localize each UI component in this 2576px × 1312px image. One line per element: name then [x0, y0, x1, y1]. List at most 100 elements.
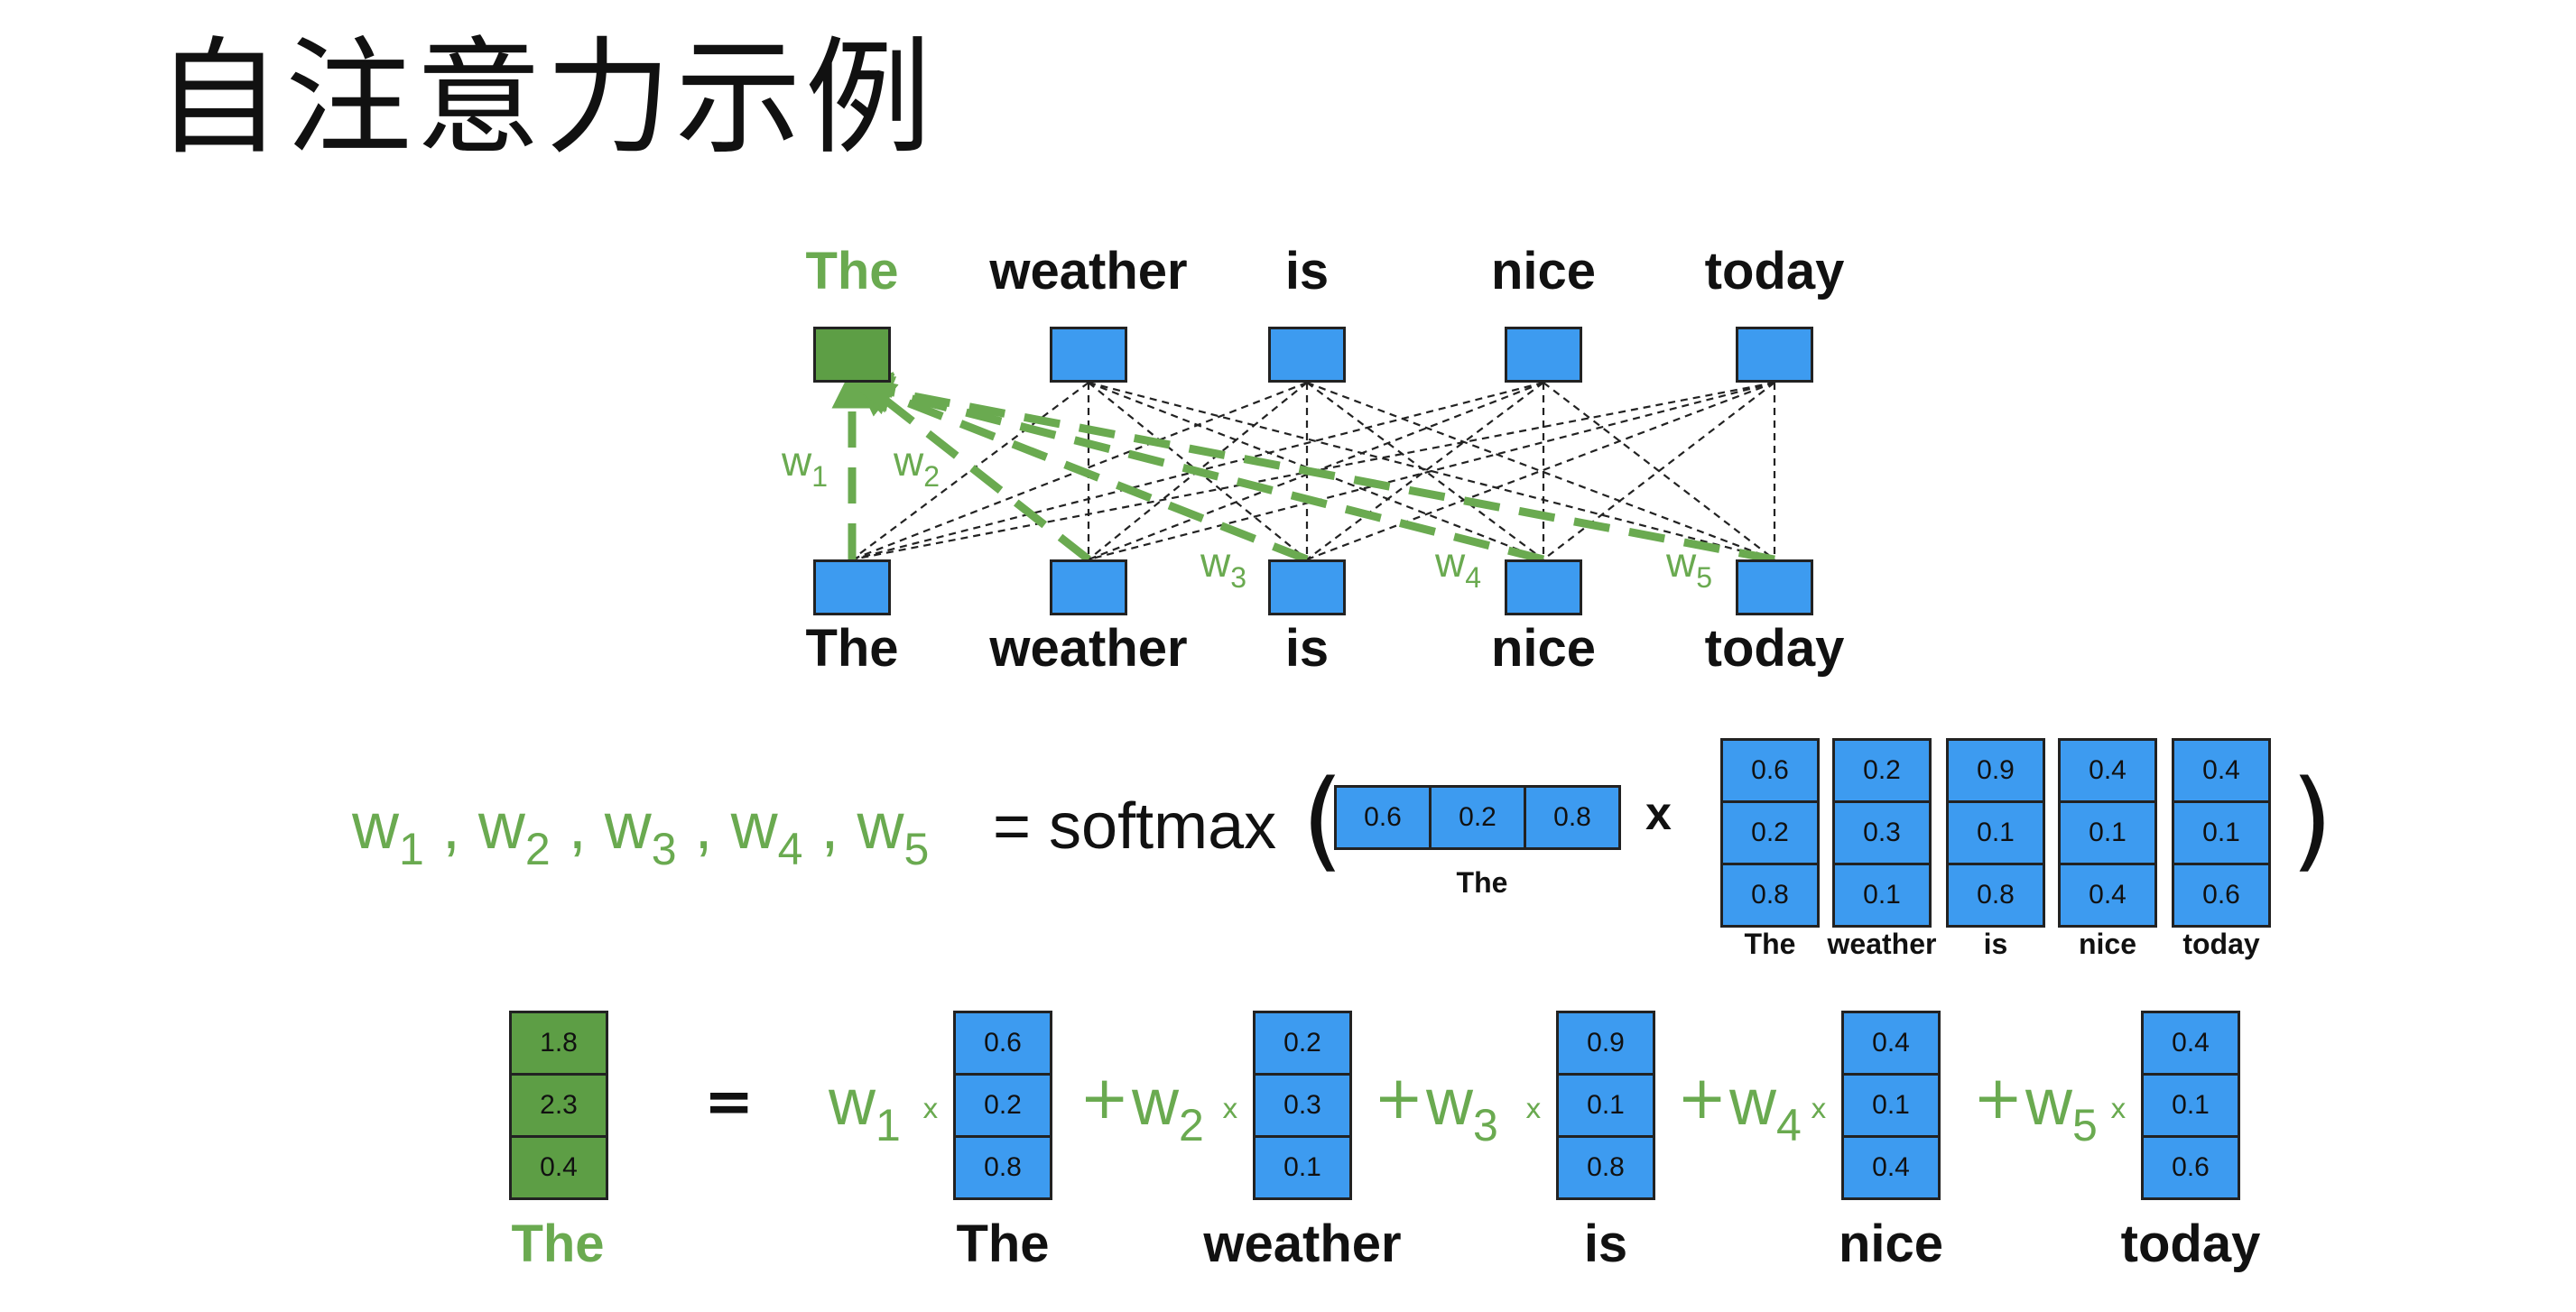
- term-vector-3-cell-2: 0.4: [1841, 1135, 1941, 1200]
- weight-arrow-4: [850, 373, 1545, 564]
- plus-sign-2: +: [1374, 1063, 1424, 1132]
- bottom-node-3: [1505, 559, 1582, 615]
- term-vector-1-cell-1: 0.3: [1253, 1073, 1352, 1138]
- key-column-4-cell-2: 0.6: [2172, 863, 2271, 928]
- term-vector-0-cell-2: 0.8: [953, 1135, 1052, 1200]
- times-sign-3: x: [1525, 1094, 1542, 1125]
- sum-weight-1: w1: [829, 1067, 901, 1150]
- attention-line-4-3: [1543, 382, 1775, 560]
- query-vector-cell-1: 0.2: [1429, 785, 1526, 850]
- weight-arrow-2: [854, 375, 1091, 563]
- top-word-1: weather: [989, 242, 1188, 300]
- term-vector-4-cell-0: 0.4: [2141, 1011, 2240, 1076]
- equals-sign: =: [704, 1067, 755, 1136]
- attention-line-3-2: [1306, 382, 1544, 560]
- key-column-label-0: The: [1744, 928, 1796, 960]
- sum-weight-4: w4: [1729, 1067, 1802, 1150]
- term-label-0: The: [956, 1215, 1050, 1273]
- top-node-2: [1268, 327, 1346, 383]
- key-column-2-cell-2: 0.8: [1946, 863, 2045, 928]
- key-column-0-cell-2: 0.8: [1720, 863, 1820, 928]
- weight-label-w2: w2: [894, 438, 941, 493]
- attention-line-1-0: [851, 382, 1089, 560]
- top-word-4: today: [1704, 242, 1845, 300]
- term-vector-4-cell-2: 0.6: [2141, 1135, 2240, 1200]
- term-vector-0-cell-1: 0.2: [953, 1073, 1052, 1138]
- term-vector-2-cell-2: 0.8: [1556, 1135, 1655, 1200]
- times-sign-5: x: [2110, 1094, 2127, 1125]
- top-word-3: nice: [1490, 242, 1597, 300]
- top-node-3: [1505, 327, 1582, 383]
- key-column-4-cell-0: 0.4: [2172, 738, 2271, 803]
- weight-label-w5: w5: [1666, 539, 1713, 594]
- top-word-2: is: [1284, 242, 1330, 300]
- key-column-3-cell-0: 0.4: [2058, 738, 2157, 803]
- key-column-3-cell-1: 0.1: [2058, 800, 2157, 865]
- term-vector-2-cell-0: 0.9: [1556, 1011, 1655, 1076]
- times-sign-1: x: [922, 1094, 939, 1125]
- key-column-0-cell-0: 0.6: [1720, 738, 1820, 803]
- term-vector-4-cell-1: 0.1: [2141, 1073, 2240, 1138]
- bottom-word-0: The: [805, 619, 899, 678]
- attention-line-2-4: [1306, 381, 1775, 561]
- sum-weight-3: w3: [1426, 1067, 1498, 1150]
- times-sign-4: x: [1811, 1094, 1827, 1125]
- result-vector-cell-1: 2.3: [509, 1073, 608, 1138]
- slide-title: 自注意力示例: [155, 25, 936, 172]
- top-node-1: [1050, 327, 1127, 383]
- bottom-node-1: [1050, 559, 1127, 615]
- term-label-1: weather: [1203, 1215, 1402, 1273]
- query-vector-cell-2: 0.8: [1524, 785, 1621, 850]
- attention-line-4-2: [1306, 381, 1775, 561]
- sum-weight-5: w5: [2025, 1067, 2098, 1150]
- bottom-word-1: weather: [989, 619, 1188, 678]
- result-vector-cell-0: 1.8: [509, 1011, 608, 1076]
- plus-sign-1: +: [1080, 1063, 1130, 1132]
- term-vector-2-cell-1: 0.1: [1556, 1073, 1655, 1138]
- bottom-node-4: [1736, 559, 1813, 615]
- query-vector-cell-0: 0.6: [1334, 785, 1432, 850]
- key-column-3-cell-2: 0.4: [2058, 863, 2157, 928]
- bottom-node-0: [813, 559, 891, 615]
- term-vector-1-cell-0: 0.2: [1253, 1011, 1352, 1076]
- term-vector-3-cell-1: 0.1: [1841, 1073, 1941, 1138]
- bottom-word-2: is: [1284, 619, 1330, 678]
- key-column-label-2: is: [1983, 928, 2008, 960]
- attention-line-4-1: [1088, 381, 1775, 561]
- key-column-0-cell-1: 0.2: [1720, 800, 1820, 865]
- term-label-3: nice: [1838, 1215, 1944, 1273]
- bottom-word-3: nice: [1490, 619, 1597, 678]
- key-column-label-3: nice: [2078, 928, 2137, 960]
- result-vector-cell-2: 0.4: [509, 1135, 608, 1200]
- bottom-node-2: [1268, 559, 1346, 615]
- key-column-4-cell-1: 0.1: [2172, 800, 2271, 865]
- top-node-4: [1736, 327, 1813, 383]
- weight-label-w3: w3: [1200, 539, 1247, 594]
- query-label: The: [1456, 866, 1508, 899]
- key-column-1-cell-1: 0.3: [1832, 800, 1932, 865]
- term-label-4: today: [2120, 1215, 2261, 1273]
- plus-sign-4: +: [1973, 1063, 2024, 1132]
- sum-weight-2: w2: [1132, 1067, 1204, 1150]
- weight-label-w1: w1: [782, 438, 829, 493]
- top-node-0: [813, 327, 891, 383]
- equals-softmax: = softmax: [993, 790, 1277, 863]
- plus-sign-3: +: [1677, 1063, 1728, 1132]
- weight-label-w4: w4: [1435, 539, 1482, 594]
- term-vector-0-cell-0: 0.6: [953, 1011, 1052, 1076]
- weight-arrow-3: [851, 376, 1309, 564]
- times-sign: x: [1645, 788, 1672, 840]
- key-column-1-cell-0: 0.2: [1832, 738, 1932, 803]
- key-column-label-1: weather: [1827, 928, 1937, 960]
- weight-arrow-5: [849, 372, 1775, 564]
- key-column-1-cell-2: 0.1: [1832, 863, 1932, 928]
- attention-line-2-3: [1306, 382, 1544, 560]
- softmax-lhs-weights: w1 , w2 , w3 , w4 , w5: [352, 790, 930, 874]
- key-column-2-cell-0: 0.9: [1946, 738, 2045, 803]
- key-column-2-cell-1: 0.1: [1946, 800, 2045, 865]
- close-paren: ): [2291, 758, 2333, 883]
- term-label-2: is: [1583, 1215, 1628, 1273]
- times-sign-2: x: [1222, 1094, 1238, 1125]
- term-vector-3-cell-0: 0.4: [1841, 1011, 1941, 1076]
